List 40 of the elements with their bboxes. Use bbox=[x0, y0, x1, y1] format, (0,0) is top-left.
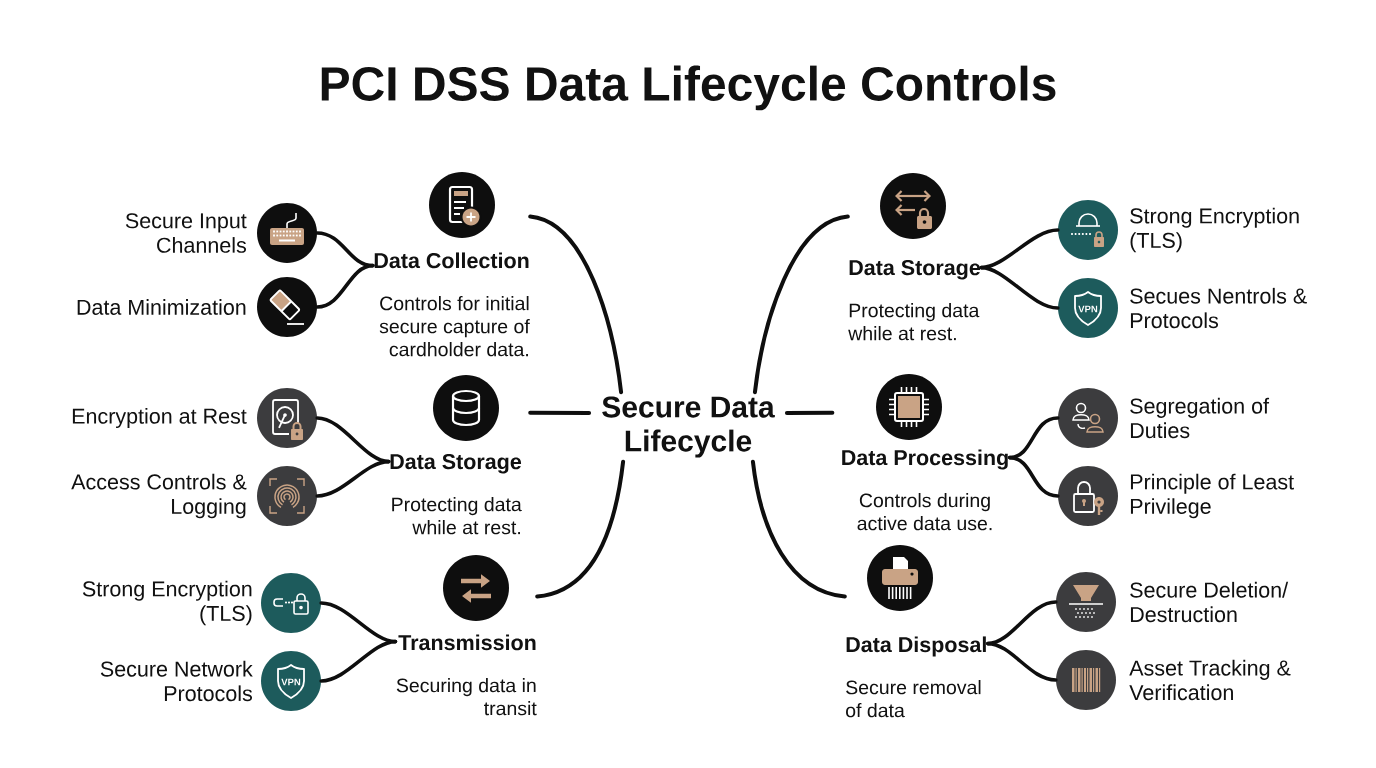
stage-description: Protecting data while at rest. bbox=[392, 497, 522, 535]
stage-heading: Data Storage bbox=[390, 454, 522, 474]
stage-description: Securing data in transit bbox=[396, 678, 537, 716]
item-label: Secure Network Protocols bbox=[100, 660, 253, 702]
connector bbox=[752, 214, 850, 395]
icon-label: VPN bbox=[1078, 305, 1098, 313]
stage-heading: Data Disposal bbox=[846, 636, 986, 657]
stage-heading: Transmission bbox=[398, 634, 536, 651]
item-label: Data Minimization bbox=[77, 299, 246, 315]
stage-description: Controls during active data use. bbox=[857, 493, 992, 531]
connector bbox=[315, 459, 391, 498]
item-label: Secues Nentrols & Protocols bbox=[1130, 287, 1307, 329]
item-label: Principle of Least Privilege bbox=[1130, 473, 1294, 519]
connector bbox=[784, 410, 835, 415]
title: PCI DSS Data Lifecycle Controls bbox=[321, 65, 1056, 111]
item-label: Secure Deletion/ Destruction bbox=[1130, 581, 1289, 623]
stage-heading: Data Storage bbox=[849, 260, 981, 280]
item-label: Asset Tracking & Verification bbox=[1129, 659, 1291, 701]
connector bbox=[750, 459, 847, 599]
item-label: Access Controls & Logging bbox=[71, 473, 247, 519]
hub-title: Secure Data Lifecycle bbox=[602, 396, 775, 458]
item-label: Segregation of Duties bbox=[1130, 397, 1270, 439]
icon-label: VPN bbox=[281, 678, 301, 686]
connector bbox=[986, 641, 1058, 682]
connector bbox=[315, 263, 375, 309]
connector bbox=[528, 410, 592, 415]
connector bbox=[1007, 455, 1060, 498]
item-label: Strong Encryption (TLS) bbox=[1130, 207, 1299, 253]
connector bbox=[319, 639, 398, 683]
stage-heading: Data Collection bbox=[374, 252, 529, 269]
connector bbox=[535, 459, 626, 599]
stage-description: Secure removal of data bbox=[846, 680, 981, 718]
stage-description: Protecting data while at rest. bbox=[848, 303, 980, 341]
stage-description: Controls for initial secure capture of cardholder data. bbox=[379, 296, 530, 357]
item-label: Strong Encryption (TLS) bbox=[82, 580, 252, 626]
connector bbox=[979, 265, 1060, 310]
item-label: Encryption at Rest bbox=[72, 408, 247, 428]
connector bbox=[528, 214, 624, 395]
item-label: Secure Input Channels bbox=[125, 213, 247, 253]
stage-heading: Data Processing bbox=[842, 449, 1008, 470]
